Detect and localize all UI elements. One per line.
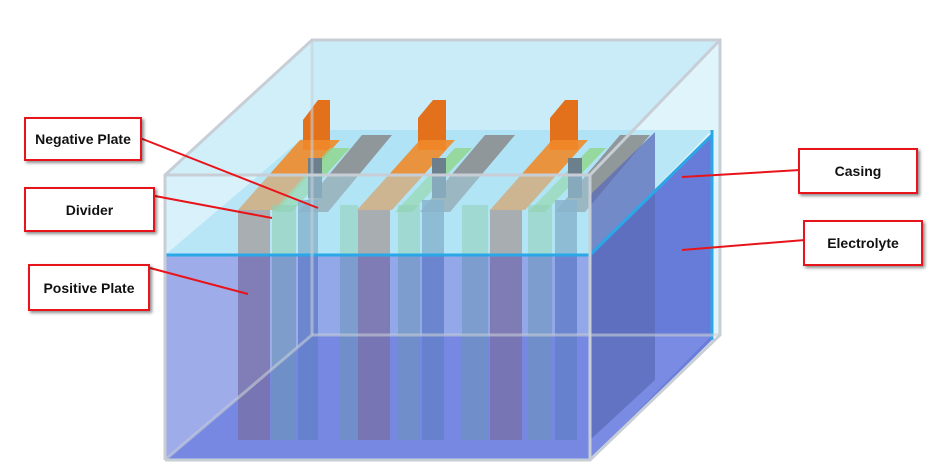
label-negative-plate-text: Negative Plate [35, 131, 131, 147]
label-divider-text: Divider [65, 201, 114, 218]
label-divider: Divider [24, 187, 155, 232]
callout-lines [139, 137, 806, 295]
label-positive-plate-text: Positive Plate [43, 279, 135, 296]
casing-front-air [165, 175, 590, 255]
label-electrolyte-text: Electrolyte [827, 235, 899, 251]
label-casing: Casing [798, 148, 918, 194]
label-electrolyte: Electrolyte [803, 220, 923, 266]
label-positive-plate: Positive Plate [28, 264, 150, 311]
label-negative-plate: Negative Plate [24, 117, 142, 161]
label-casing-text: Casing [834, 163, 882, 179]
casing-outline [163, 38, 722, 462]
electrolyte-front [165, 255, 590, 460]
terminals [303, 100, 578, 150]
